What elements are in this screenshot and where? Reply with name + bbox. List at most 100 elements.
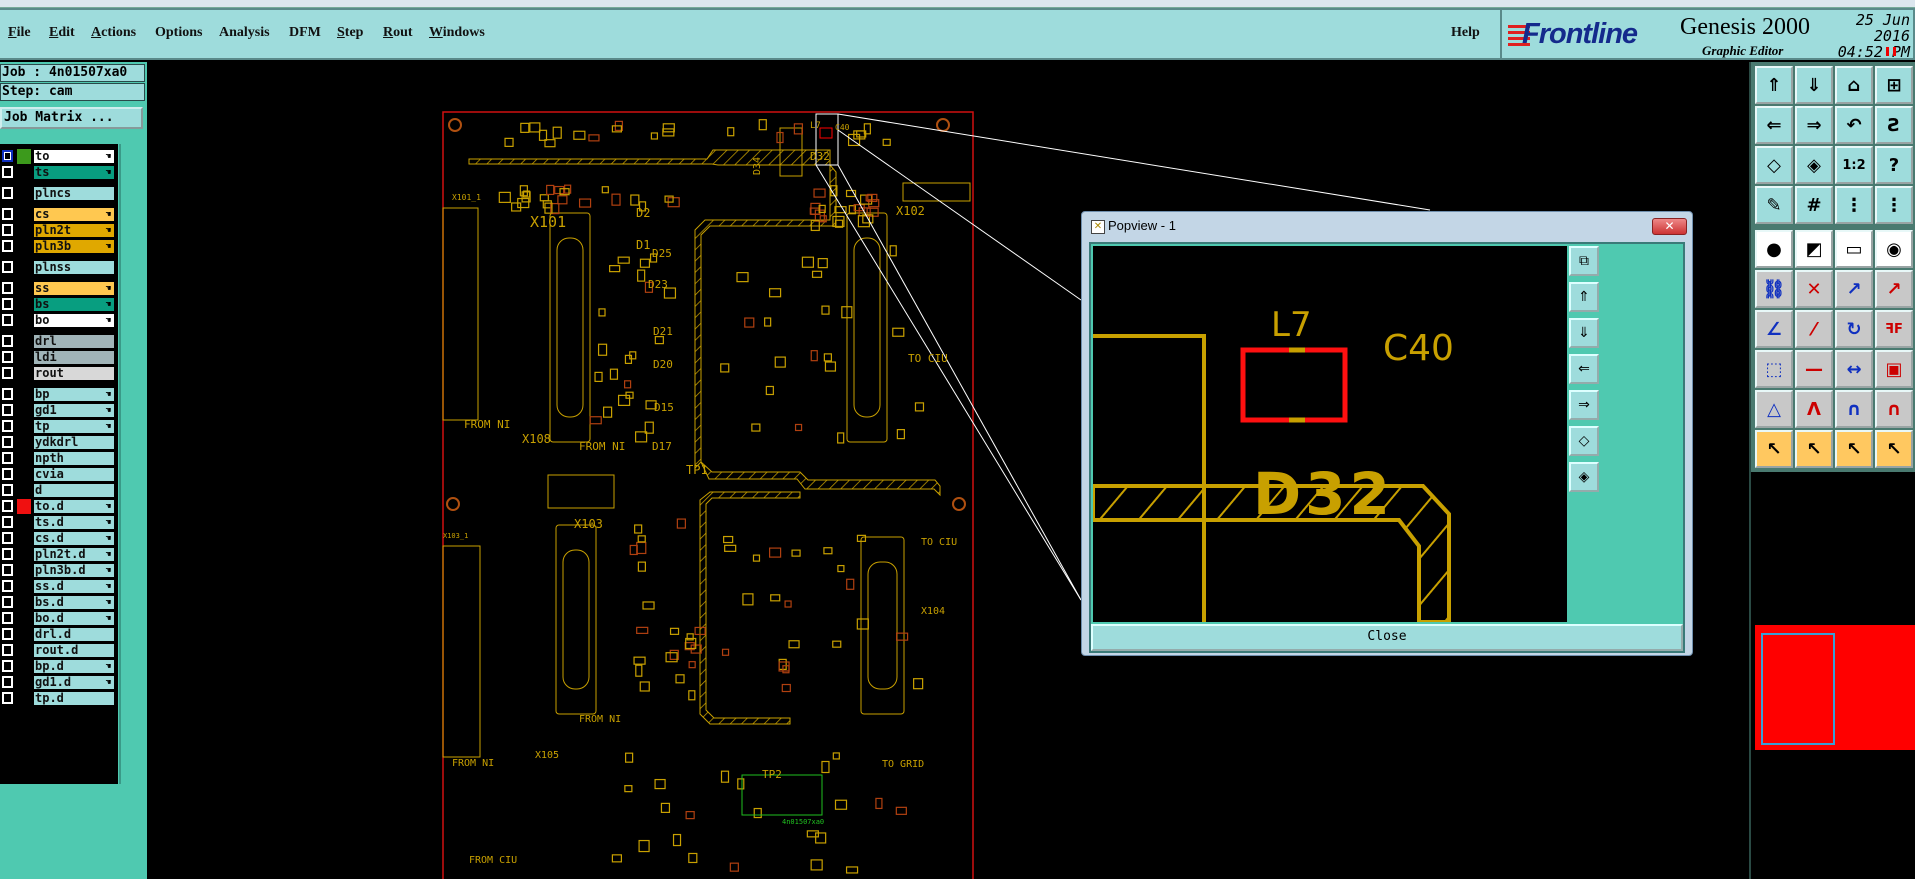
split-line-button[interactable]: —	[1795, 350, 1833, 388]
menu-edit[interactable]: Edit	[49, 25, 75, 40]
grid-button[interactable]: #	[1795, 186, 1833, 224]
layer-checkbox[interactable]	[2, 452, 13, 464]
layer-row[interactable]: ts☚	[0, 165, 118, 180]
pan-down-button[interactable]: ⇓	[1569, 318, 1599, 348]
layer-name[interactable]: tp.d	[33, 691, 115, 706]
layer-name[interactable]: bo☚	[33, 313, 115, 328]
layer-name[interactable]: gd1.d☚	[33, 675, 115, 690]
layer-checkbox[interactable]	[2, 166, 13, 178]
layer-row[interactable]: ydkdrl	[0, 435, 118, 450]
layer-row[interactable]: pln2t.d☚	[0, 547, 118, 562]
home-button[interactable]: ⌂	[1835, 66, 1873, 104]
popview-canvas[interactable]: L7 C40 D32	[1093, 246, 1567, 622]
layer-row[interactable]: ldi	[0, 350, 118, 365]
layer-name[interactable]: pln2t.d☚	[33, 547, 115, 562]
layer-name[interactable]: bs.d☚	[33, 595, 115, 610]
layer-row[interactable]: bo.d☚	[0, 611, 118, 626]
layer-name[interactable]: to.d☚	[33, 499, 115, 514]
layer-row[interactable]: plnss	[0, 260, 118, 275]
layer-name[interactable]: bp.d☚	[33, 659, 115, 674]
layer-row[interactable]: drl	[0, 334, 118, 349]
connect-nodes-button[interactable]: ⛓	[1755, 270, 1793, 308]
rotate-button[interactable]: ↻	[1835, 310, 1873, 348]
zoom-out-button[interactable]: ◇	[1569, 426, 1599, 456]
layer-checkbox[interactable]	[2, 580, 13, 592]
pause-icon[interactable]	[1886, 47, 1896, 56]
layer-checkbox[interactable]	[2, 298, 13, 310]
menu-options[interactable]: Options	[155, 25, 203, 40]
pan-right-button[interactable]: ⇒	[1795, 106, 1833, 144]
pan-up-button[interactable]: ⇑	[1755, 66, 1793, 104]
layer-row[interactable]: bs.d☚	[0, 595, 118, 610]
layer-name[interactable]: bs☚	[33, 297, 115, 312]
path-button[interactable]: Ƨ	[1875, 106, 1913, 144]
layer-checkbox[interactable]	[2, 500, 13, 512]
layer-checkbox[interactable]	[2, 628, 13, 640]
select-pointer-button[interactable]: ↖	[1755, 430, 1793, 468]
layer-name[interactable]: rout.d	[33, 643, 115, 658]
layer-row[interactable]: plncs	[0, 186, 118, 201]
layer-checkbox[interactable]	[2, 208, 13, 220]
layer-checkbox[interactable]	[2, 367, 13, 379]
layer-name[interactable]: pln2t☚	[33, 223, 115, 238]
menu-windows[interactable]: Windows	[429, 25, 485, 40]
layer-name[interactable]: ydkdrl	[33, 435, 115, 450]
layer-name[interactable]: cs.d☚	[33, 531, 115, 546]
pan-up-button[interactable]: ⇑	[1569, 282, 1599, 312]
menu-dfm[interactable]: DFM	[289, 25, 321, 40]
layer-name[interactable]: rout	[33, 366, 115, 381]
layer-checkbox[interactable]	[2, 240, 13, 252]
menu-help[interactable]: Help	[1451, 25, 1480, 40]
layer-row[interactable]: to☚	[0, 149, 118, 164]
measure-ruler-button[interactable]: ▭	[1835, 230, 1873, 268]
triangle-arc-button[interactable]: △	[1755, 390, 1793, 428]
pad-dashed-button[interactable]: ◉	[1875, 230, 1913, 268]
layer-name[interactable]: npth	[33, 451, 115, 466]
select-area-button[interactable]: ◩	[1795, 230, 1833, 268]
layer-row[interactable]: npth	[0, 451, 118, 466]
layer-checkbox[interactable]	[2, 404, 13, 416]
layer-row[interactable]: bo☚	[0, 313, 118, 328]
layer-checkbox[interactable]	[2, 532, 13, 544]
overview-view-box[interactable]	[1761, 633, 1835, 745]
move-node-button[interactable]: ↗	[1835, 270, 1873, 308]
layer-name[interactable]: plncs	[33, 186, 115, 201]
layer-name[interactable]: ts.d☚	[33, 515, 115, 530]
layer-name[interactable]: bp☚	[33, 387, 115, 402]
layer-list-scrollbar[interactable]	[119, 144, 145, 784]
layer-checkbox[interactable]	[2, 282, 13, 294]
pan-down-button[interactable]: ⇓	[1795, 66, 1833, 104]
select-box-pointer-button[interactable]: ↖	[1795, 430, 1833, 468]
net-traffic-light-2-button[interactable]: ⋮	[1875, 186, 1913, 224]
layer-checkbox[interactable]	[2, 224, 13, 236]
layer-row[interactable]: pln3b.d☚	[0, 563, 118, 578]
menu-rout[interactable]: Rout	[383, 25, 413, 40]
layer-checkbox[interactable]	[2, 596, 13, 608]
layer-checkbox[interactable]	[2, 644, 13, 656]
layer-checkbox[interactable]	[2, 335, 13, 347]
layer-checkbox[interactable]	[2, 261, 13, 273]
layer-name[interactable]: to☚	[33, 149, 115, 164]
layer-row[interactable]: pln2t☚	[0, 223, 118, 238]
help-button[interactable]: ?	[1875, 146, 1913, 184]
select-polygon-pointer-button[interactable]: ↖	[1835, 430, 1873, 468]
layer-name[interactable]: plnss	[33, 260, 115, 275]
mirror-button[interactable]: ꟻF	[1875, 310, 1913, 348]
line-angle-button[interactable]: ∠	[1755, 310, 1793, 348]
layer-checkbox[interactable]	[2, 351, 13, 363]
undo-view-button[interactable]: ↶	[1835, 106, 1873, 144]
layer-name[interactable]: cs☚	[33, 207, 115, 222]
pan-right-button[interactable]: ⇒	[1569, 390, 1599, 420]
job-matrix-button[interactable]: Job Matrix ...	[0, 107, 143, 129]
layer-checkbox[interactable]	[2, 468, 13, 480]
route-pointer-button[interactable]: ↖	[1875, 430, 1913, 468]
layer-name[interactable]: bo.d☚	[33, 611, 115, 626]
layer-row[interactable]: rout	[0, 366, 118, 381]
layer-name[interactable]: ss☚	[33, 281, 115, 296]
layer-row[interactable]: gd1☚	[0, 403, 118, 418]
layer-checkbox[interactable]	[2, 420, 13, 432]
shapes-button[interactable]: ▣	[1875, 350, 1913, 388]
layer-row[interactable]: d	[0, 483, 118, 498]
distance-button[interactable]: ↔	[1835, 350, 1873, 388]
double-arc-button[interactable]: Λ	[1795, 390, 1833, 428]
